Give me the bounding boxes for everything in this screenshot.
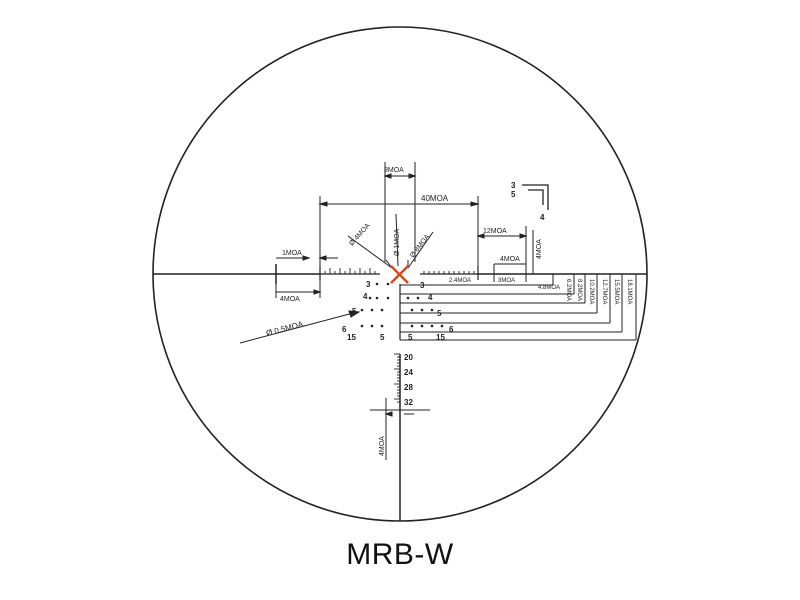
hold-dot [368, 296, 372, 300]
hold-right-4: 4 [428, 293, 433, 302]
hold-dot [370, 308, 374, 312]
hold-dot [360, 308, 364, 312]
hold-dot [420, 324, 424, 328]
stadia-ticks [394, 353, 400, 403]
label-4moa-left: 4MOA [280, 296, 300, 303]
hold-right-15: 15 [436, 333, 445, 342]
hold-left-3: 3 [366, 280, 371, 289]
label-40moa: 40MOA [421, 194, 449, 203]
label-1moa: 1MOA [282, 250, 302, 257]
hold-dot [375, 296, 379, 300]
label-dia-0-5moa: Ø 0.5MOA [265, 319, 304, 338]
hold-right-6: 6 [449, 325, 454, 334]
drop-label-1: 6.2MOA [565, 279, 571, 301]
stadia-24: 24 [404, 368, 413, 377]
hold-dot [410, 308, 414, 312]
fold-label-mid: 5 [511, 190, 516, 199]
hold-center-5a: 5 [380, 333, 385, 342]
hold-dot [416, 296, 420, 300]
label-4-8moa: 4.8MOA [538, 285, 560, 291]
reticle-title: MRB-W [346, 538, 454, 571]
hold-dot [375, 282, 379, 286]
hold-dot [360, 324, 364, 328]
hold-dots [360, 282, 444, 328]
hold-dot [386, 282, 390, 286]
hold-left-5: 5 [352, 307, 357, 316]
label-12moa: 12MOA [483, 228, 507, 235]
fold-label-top: 3 [511, 181, 516, 190]
hold-dot [430, 324, 434, 328]
drop-label-3: 10.2MOA [588, 279, 594, 304]
hash-ticks [324, 268, 475, 274]
label-4moa-box: 4MOA [500, 256, 520, 263]
drop-label-4: 12.7MOA [601, 279, 607, 304]
drop-label-6: 18.1MOA [626, 279, 632, 304]
fold-label-side: 4 [540, 213, 545, 222]
stadia-28: 28 [404, 383, 413, 392]
label-4moa-bottom: 4MOA [379, 436, 386, 456]
label-dia-1moa: Ø 1MOA [394, 228, 401, 256]
drop-label-5: 15.5MOA [613, 279, 619, 304]
stadia-20: 20 [404, 353, 413, 362]
hold-left-15: 15 [347, 333, 356, 342]
hold-dot [420, 308, 424, 312]
hold-dot [406, 296, 410, 300]
hold-center-5b: 5 [408, 333, 413, 342]
label-8moa: 8MOA [384, 167, 404, 174]
label-3moa: 3MOA [498, 278, 515, 284]
hold-right-5: 5 [437, 309, 442, 318]
center-x-mark [390, 265, 409, 284]
label-dia-8moa: Ø 8MOA [409, 233, 431, 259]
hold-dot [386, 296, 390, 300]
stadia-32: 32 [404, 398, 413, 407]
hold-dot [370, 324, 374, 328]
hold-dot [380, 308, 384, 312]
label-4moa-vertical: 4MOA [536, 239, 543, 259]
hold-dot [430, 308, 434, 312]
label-dia-4moa: Ø 4MOA [348, 222, 372, 247]
label-2-4moa: 2.4MOA [449, 278, 471, 284]
hold-right-3: 3 [420, 281, 425, 290]
hold-left-6: 6 [342, 325, 347, 334]
hold-left-4: 4 [363, 292, 368, 301]
hold-dot [440, 324, 444, 328]
hold-dot [380, 324, 384, 328]
drop-label-2: 8.2MOA [576, 279, 582, 301]
hold-dot [410, 324, 414, 328]
